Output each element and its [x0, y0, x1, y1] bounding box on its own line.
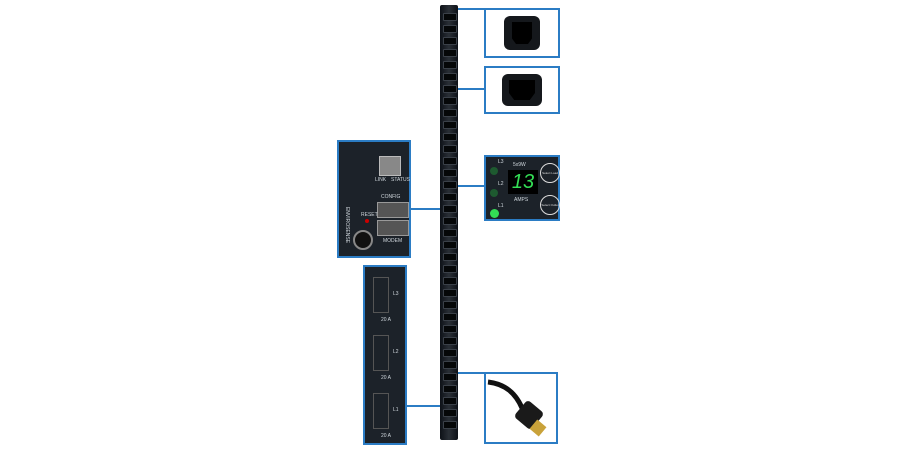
envirosense-port	[353, 230, 373, 250]
strip-outlet	[443, 409, 457, 417]
modem-label: MODEM	[383, 238, 403, 244]
breaker-phase: L1	[393, 407, 399, 413]
reset-button[interactable]	[365, 219, 369, 223]
strip-outlet	[443, 61, 457, 69]
strip-outlet	[443, 337, 457, 345]
envirosense-label: ENVIROSENSE	[344, 206, 351, 244]
breaker-l1	[373, 393, 389, 429]
strip-outlet	[443, 229, 457, 237]
strip-outlet	[443, 373, 457, 381]
locking-plug-icon	[487, 379, 547, 437]
breaker-rating: 20 A	[381, 433, 392, 439]
amps-label: AMPS	[514, 197, 529, 203]
callout-line	[458, 88, 486, 90]
phase-label: L2	[498, 181, 504, 187]
display-top-label: 5x9W	[513, 162, 526, 168]
strip-outlet	[443, 97, 457, 105]
select-load-button[interactable]: Select Load	[540, 163, 560, 183]
strip-outlet	[443, 397, 457, 405]
strip-outlet	[443, 133, 457, 141]
strip-outlet	[443, 37, 457, 45]
strip-outlet	[443, 193, 457, 201]
breaker-l3	[373, 277, 389, 313]
callout-line	[406, 405, 440, 407]
strip-outlet	[443, 25, 457, 33]
breaker-rating: 20 A	[381, 317, 392, 323]
strip-outlet	[443, 145, 457, 153]
breaker-phase: L2	[393, 349, 399, 355]
strip-outlet	[443, 73, 457, 81]
led-l2	[490, 189, 498, 197]
select-outlet-button[interactable]: Select Outlet	[540, 195, 560, 215]
strip-outlet	[443, 277, 457, 285]
strip-outlet	[443, 49, 457, 57]
breaker-rating: 20 A	[381, 375, 392, 381]
strip-outlet	[443, 121, 457, 129]
breaker-l2	[373, 335, 389, 371]
led-l1	[490, 209, 499, 218]
config-port	[377, 202, 409, 218]
callout-line	[458, 185, 486, 187]
plug-callout	[484, 372, 558, 444]
strip-outlet	[443, 325, 457, 333]
strip-outlet	[443, 109, 457, 117]
ethernet-port	[379, 156, 401, 176]
callout-line	[458, 372, 486, 374]
c19-receptacle-callout	[484, 8, 560, 58]
ammeter-display-callout: L3 L2 L1 5x9W 13 AMPS Select Load Select…	[484, 155, 560, 221]
modem-port	[377, 220, 409, 236]
config-label: CONFIG	[381, 194, 401, 200]
strip-outlet	[443, 301, 457, 309]
strip-outlet	[443, 385, 457, 393]
pdu-strip	[440, 5, 458, 440]
strip-outlet	[443, 181, 457, 189]
strip-outlet	[443, 169, 457, 177]
link-label: LINK	[375, 177, 387, 183]
amp-readout: 13	[508, 170, 538, 194]
phase-label: L3	[498, 159, 504, 165]
c19-receptacle-icon	[504, 16, 540, 50]
strip-outlet	[443, 289, 457, 297]
c13-receptacle-icon	[502, 74, 542, 106]
strip-outlet	[443, 349, 457, 357]
strip-outlet	[443, 361, 457, 369]
strip-outlet	[443, 85, 457, 93]
breaker-panel-callout: L3 20 A L2 20 A L1 20 A	[363, 265, 407, 445]
callout-line	[458, 8, 486, 10]
status-label: STATUS	[391, 177, 410, 183]
led-l3	[490, 167, 498, 175]
strip-outlet	[443, 253, 457, 261]
strip-outlet	[443, 313, 457, 321]
strip-outlet	[443, 421, 457, 429]
strip-outlet	[443, 241, 457, 249]
reset-label: RESET	[361, 212, 378, 218]
strip-outlet	[443, 265, 457, 273]
strip-outlet	[443, 157, 457, 165]
strip-outlet	[443, 217, 457, 225]
breaker-phase: L3	[393, 291, 399, 297]
callout-line	[410, 208, 440, 210]
c13-receptacle-callout	[484, 66, 560, 114]
network-panel-callout: LINK STATUS CONFIG MODEM RESET ENVIROSEN…	[337, 140, 411, 258]
strip-outlet	[443, 13, 457, 21]
strip-outlet	[443, 205, 457, 213]
phase-label: L1	[498, 203, 504, 209]
